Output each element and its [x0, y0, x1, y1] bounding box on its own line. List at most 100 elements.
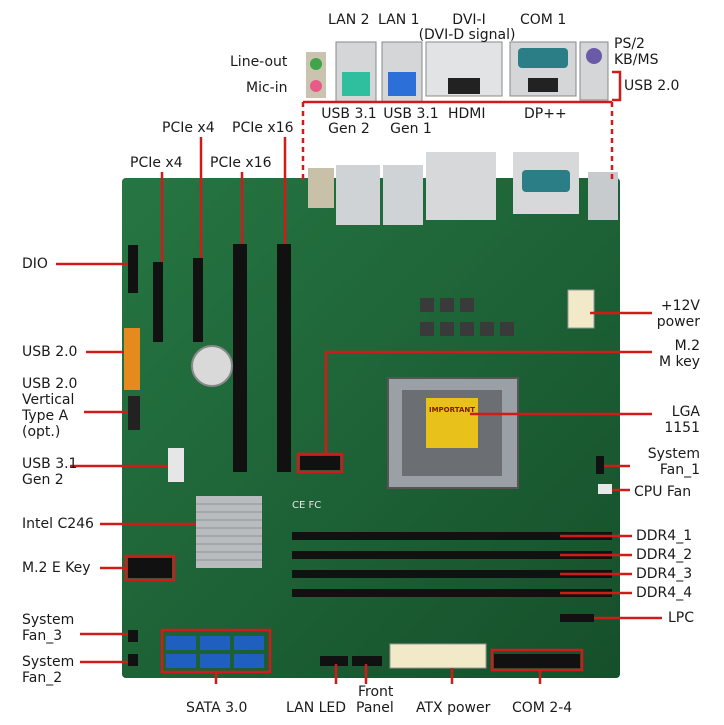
pcie-x4-slot-2	[193, 258, 203, 342]
dvi-board	[426, 152, 496, 220]
lpc-header	[560, 614, 594, 622]
com1-board-inner	[522, 170, 570, 192]
label-usb20-vertical-2: Vertical	[22, 392, 75, 408]
label-m2-mkey-a: M.2	[674, 338, 700, 354]
ps2-port	[586, 48, 602, 64]
label-dio: DIO	[22, 256, 48, 272]
label-hdmi: HDMI	[448, 106, 486, 122]
callout-lines	[56, 70, 662, 684]
label-pcie-x4-low: PCIe x4	[130, 155, 183, 171]
label-usb31-gen2-left-b: Gen 2	[22, 472, 64, 488]
label-p12v-b: power	[656, 314, 700, 330]
pcb-shade	[122, 178, 620, 678]
important-sticker-text: IMPORTANT	[429, 406, 475, 414]
usb31-header	[168, 448, 184, 482]
label-ce-fcc: CE FC	[292, 500, 322, 511]
ddr4-slot-1	[292, 532, 612, 540]
label-usb31-gen2-top-a: USB 3.1	[321, 106, 377, 122]
label-pcie-x16-low: PCIe x16	[210, 155, 272, 171]
ddr4-slot-4	[292, 589, 612, 597]
dp-closeup	[528, 78, 558, 92]
label-ddr4-1: DDR4_1	[636, 528, 693, 544]
com24-header	[494, 654, 580, 668]
label-intel-c246: Intel C246	[22, 516, 94, 532]
vrm-chokes	[420, 298, 514, 336]
lan2-board	[336, 165, 380, 225]
label-dvi-i: DVI-I	[452, 12, 486, 28]
usb31g1-closeup	[388, 72, 416, 96]
label-m2-mkey-b: M key	[658, 354, 700, 370]
label-atx-power: ATX power	[416, 700, 491, 716]
ps2-board	[588, 172, 618, 220]
label-com24: COM 2-4	[512, 700, 573, 716]
label-sys-fan3-a: System	[22, 612, 75, 628]
m2-mkey-slot	[300, 456, 340, 470]
heatsink-fins	[196, 503, 262, 561]
label-ddr4-4: DDR4_4	[636, 585, 693, 601]
label-sata30: SATA 3.0	[186, 700, 248, 716]
cpu-fan-header	[598, 484, 612, 494]
p12v-connector	[567, 289, 595, 329]
sata-ports	[166, 636, 264, 668]
chipset-heatsink	[196, 496, 262, 568]
label-ps2: PS/2	[614, 36, 645, 52]
pcie-x16-slot-2	[277, 244, 291, 472]
label-lan1: LAN 1	[378, 12, 420, 28]
label-lga-a: LGA	[671, 404, 700, 420]
label-lan2: LAN 2	[328, 12, 370, 28]
label-front-a: Front	[358, 684, 394, 700]
mic-in-jack	[310, 80, 322, 92]
sys-fan2-header	[128, 654, 138, 666]
label-mic-in: Mic-in	[246, 80, 288, 96]
front-panel-header	[352, 656, 382, 666]
usb20-header	[124, 328, 140, 390]
dio-header	[128, 245, 138, 293]
atx-power-connector	[389, 643, 487, 669]
label-usb31-gen2-left-a: USB 3.1	[22, 456, 78, 472]
pcie-x16-slot-1	[233, 244, 247, 472]
important-sticker	[426, 398, 478, 448]
sys-fan3-header	[128, 630, 138, 642]
label-lpc: LPC	[668, 610, 695, 626]
label-cpu-fan: CPU Fan	[634, 484, 692, 500]
label-usb31-gen2-top-b: Gen 2	[328, 121, 370, 137]
label-usb31-gen1-top-b: Gen 1	[390, 121, 432, 137]
label-dvi-d-signal: (DVI-D signal)	[418, 27, 516, 43]
pcie-x4-slot-1	[153, 262, 163, 342]
label-line-out: Line-out	[230, 54, 288, 70]
label-pcie-x4-top: PCIe x4	[162, 120, 215, 136]
line-out-jack	[310, 58, 322, 70]
label-usb20-vertical-4: (opt.)	[22, 424, 61, 440]
label-lga-b: 1151	[664, 420, 700, 436]
m2-ekey-slot	[128, 558, 172, 578]
label-usb20-vertical-3: Type A	[22, 408, 69, 424]
label-sys-fan1-b: Fan_1	[659, 462, 700, 478]
label-dppp: DP++	[524, 106, 567, 122]
label-m2-ekey: M.2 E Key	[22, 560, 91, 576]
label-ddr4-2: DDR4_2	[636, 547, 693, 563]
audio-jack-board	[308, 168, 334, 208]
label-pcie-x16-top: PCIe x16	[232, 120, 294, 136]
sys-fan1-header	[596, 456, 604, 474]
com1-port-closeup	[518, 48, 568, 68]
label-sys-fan1-a: System	[647, 446, 700, 462]
usb31g2-closeup	[342, 72, 370, 96]
label-front-b: Panel	[356, 700, 394, 716]
label-usb31-gen1-top-a: USB 3.1	[383, 106, 439, 122]
hdmi-closeup	[448, 78, 480, 94]
label-usb20-vertical-1: USB 2.0	[22, 376, 78, 392]
label-sys-fan2-a: System	[22, 654, 75, 670]
label-ddr4-3: DDR4_3	[636, 566, 693, 582]
label-p12v-a: +12V	[660, 298, 700, 314]
lan1-board	[383, 165, 423, 225]
label-usb20-left: USB 2.0	[22, 344, 78, 360]
label-usb20-top: USB 2.0	[624, 78, 680, 94]
label-sys-fan2-b: Fan_2	[22, 670, 63, 686]
label-sys-fan3-b: Fan_3	[22, 628, 63, 644]
usb-vertical	[128, 396, 140, 430]
label-com1: COM 1	[520, 12, 567, 28]
ddr4-slot-3	[292, 570, 612, 578]
ddr4-slot-2	[292, 551, 612, 559]
